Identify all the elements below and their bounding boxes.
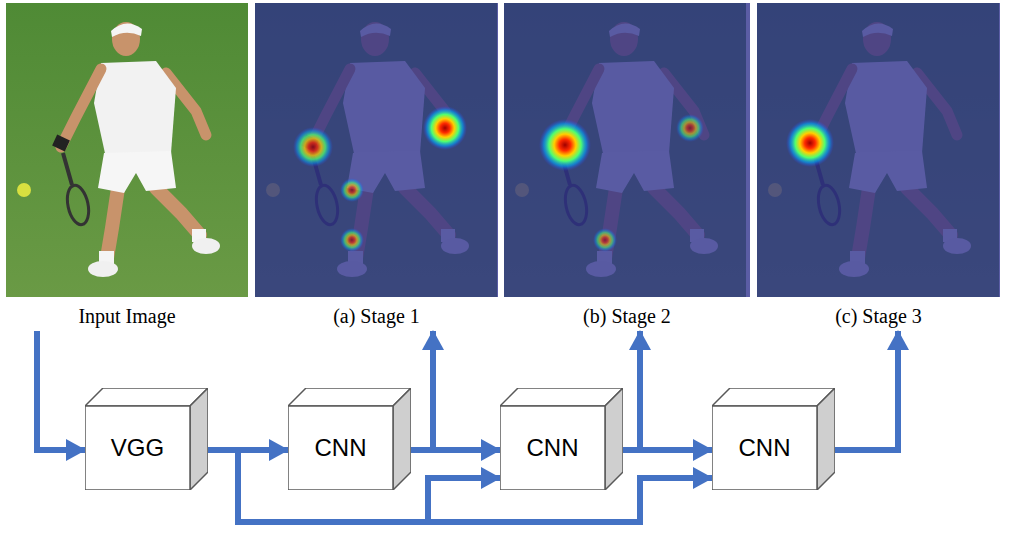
cube-side (817, 388, 835, 490)
network-block: CNN (712, 388, 835, 490)
flow-arrow (623, 331, 640, 450)
cube-side (393, 388, 411, 490)
stage-caption: (a) Stage 1 (255, 305, 498, 328)
cube-front (85, 406, 190, 490)
block-label: CNN (288, 406, 393, 490)
heatmap-stage-1 (255, 3, 498, 297)
stage-caption: Input Image (6, 305, 248, 328)
cube-top (500, 388, 623, 406)
flow-arrow (37, 331, 85, 450)
image-panel: Input Image (6, 3, 248, 328)
network-block: VGG (85, 388, 208, 490)
network-block: CNN (288, 388, 411, 490)
image-panel: (b) Stage 2 (504, 3, 750, 328)
cube-top (712, 388, 835, 406)
cube-top (85, 388, 208, 406)
network-block: CNN (500, 388, 623, 490)
image-panel: (a) Stage 1 (255, 3, 498, 328)
cube-front (500, 406, 605, 490)
cube-top (288, 388, 411, 406)
cube-front (712, 406, 817, 490)
heatmap-stage-2 (504, 3, 750, 297)
flow-arrow (208, 450, 712, 522)
image-panel: (c) Stage 3 (757, 3, 1000, 328)
stage-caption: (b) Stage 2 (504, 305, 750, 328)
block-label: CNN (712, 406, 817, 490)
cube-front (288, 406, 393, 490)
flow-arrow (835, 331, 898, 450)
input-photo (6, 3, 248, 297)
cube-side (190, 388, 208, 490)
flow-arrow (411, 331, 433, 450)
stage-caption: (c) Stage 3 (757, 305, 1000, 328)
block-label: VGG (85, 406, 190, 490)
heatmap-stage-3 (757, 3, 1000, 297)
cube-side (605, 388, 623, 490)
block-label: CNN (500, 406, 605, 490)
